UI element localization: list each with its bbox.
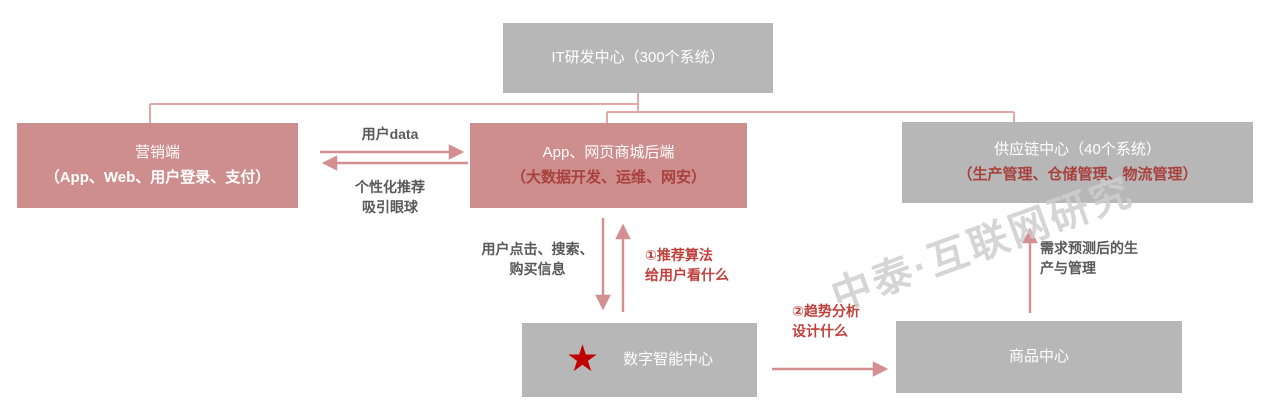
node-product-center-label: 商品中心	[1008, 347, 1069, 365]
edge-label-recommendation-algorithm: ①推荐算法 给用户看什么	[645, 245, 729, 285]
edge-label-user-clicks: 用户点击、搜索、 购买信息	[475, 239, 600, 279]
edge-label-personalized-line1: 个性化推荐	[355, 179, 425, 195]
node-it-center-label: IT研发中心（300个系统）	[551, 48, 725, 66]
edge-label-algo-line2: 给用户看什么	[645, 267, 729, 283]
edge-label-demand-line1: 需求预测后的生	[1040, 240, 1138, 256]
edge-label-demand-line2: 产与管理	[1040, 260, 1096, 276]
node-backend: App、网页商城后端 （大数据开发、运维、网安）	[470, 123, 747, 208]
node-backend-title: App、网页商城后端	[542, 143, 675, 161]
node-backend-subtitle: （大数据开发、运维、网安）	[510, 168, 706, 186]
edge-label-user-data: 用户data	[330, 124, 450, 144]
edge-label-personalized-recommendation: 个性化推荐 吸引眼球	[330, 177, 450, 217]
edge-label-personalized-line2: 吸引眼球	[362, 199, 418, 215]
node-product-center: 商品中心	[896, 321, 1182, 393]
edge-label-trend-analysis: ②趋势分析 设计什么	[792, 301, 860, 341]
node-marketing: 营销端 （App、Web、用户登录、支付）	[17, 123, 298, 208]
node-it-center: IT研发中心（300个系统）	[503, 23, 773, 93]
edge-label-trend-line2: 设计什么	[792, 323, 848, 339]
edge-label-user-data-text: 用户data	[361, 126, 419, 142]
node-marketing-title: 营销端	[134, 143, 180, 161]
edge-label-clicks-line1: 用户点击、搜索、	[481, 241, 594, 257]
edge-label-clicks-line2: 购买信息	[509, 261, 566, 277]
tree-connector	[149, 93, 1015, 123]
edge-label-demand-forecast: 需求预测后的生 产与管理	[1040, 238, 1138, 278]
star-icon: ★	[565, 337, 600, 379]
node-marketing-subtitle: （App、Web、用户登录、支付）	[44, 168, 271, 186]
node-supply-chain-subtitle: （生产管理、仓储管理、物流管理）	[957, 165, 1198, 183]
edge-label-algo-line1: ①推荐算法	[645, 247, 713, 263]
edge-label-trend-line1: ②趋势分析	[792, 303, 860, 319]
node-supply-chain: 供应链中心（40个系统） （生产管理、仓储管理、物流管理）	[902, 122, 1253, 203]
node-digital-intelligence: ★ 数字智能中心	[522, 323, 757, 397]
node-digital-intelligence-label: 数字智能中心	[623, 350, 714, 368]
node-supply-chain-title: 供应链中心（40个系统）	[994, 140, 1161, 158]
